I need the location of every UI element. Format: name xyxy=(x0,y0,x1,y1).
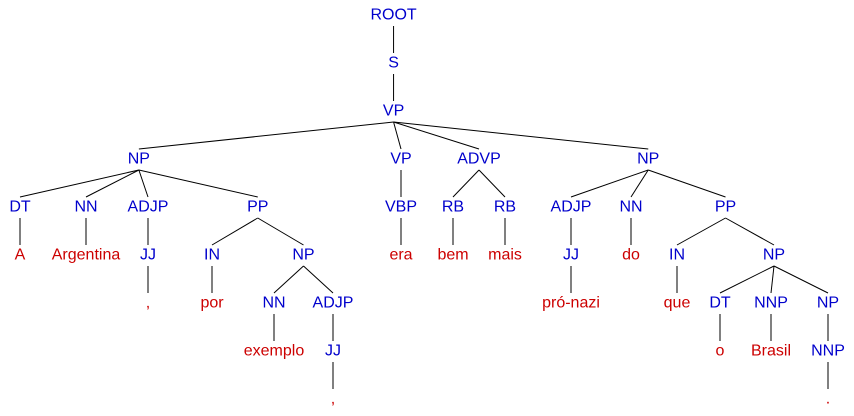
word-brasil: Brasil xyxy=(751,343,791,360)
node-in: IN xyxy=(204,247,220,264)
tree-edge xyxy=(773,265,829,294)
word-bem: bem xyxy=(437,247,468,264)
word-exemplo: exemplo xyxy=(244,343,305,360)
node-vp: VP xyxy=(383,103,404,120)
node-pp: PP xyxy=(715,199,736,216)
word-por: por xyxy=(200,295,224,312)
tree-edge xyxy=(303,265,334,294)
tree-edge xyxy=(725,217,775,246)
node-dt: DT xyxy=(9,199,31,216)
node-adjp: ADJP xyxy=(551,199,592,216)
node-jj: JJ xyxy=(140,247,156,264)
word-do: do xyxy=(622,247,640,264)
node-vp: VP xyxy=(390,151,411,168)
tree-edge xyxy=(273,265,304,294)
node-jj: JJ xyxy=(325,343,341,360)
tree-nodes: ADTArgentinaNN,JJADJPporINexemploNN,JJAD… xyxy=(9,7,845,408)
node-adjp: ADJP xyxy=(313,295,354,312)
tree-edge xyxy=(452,169,480,198)
tree-edge xyxy=(719,265,775,294)
node-jj: JJ xyxy=(563,247,579,264)
node-nn: NN xyxy=(262,295,285,312)
word-punct: , xyxy=(146,295,150,312)
node-np: NP xyxy=(763,247,785,264)
node-vbp: VBP xyxy=(385,199,417,216)
node-pp: PP xyxy=(247,199,268,216)
word-a: A xyxy=(15,247,26,264)
tree-edge xyxy=(138,121,394,150)
tree-edge xyxy=(393,121,402,150)
tree-edge xyxy=(393,121,649,150)
tree-edge xyxy=(478,169,506,198)
node-np: NP xyxy=(637,151,659,168)
tree-edge xyxy=(648,169,726,198)
node-nnp: NNP xyxy=(811,343,845,360)
tree-edge xyxy=(676,217,726,246)
word-pr-nazi: pró-nazi xyxy=(542,295,600,312)
word-mais: mais xyxy=(488,247,522,264)
word-era: era xyxy=(389,247,412,264)
word-punct: , xyxy=(331,391,335,408)
tree-edge xyxy=(770,265,775,294)
tree-edge xyxy=(85,169,140,198)
node-dt: DT xyxy=(709,295,731,312)
node-root: ROOT xyxy=(370,7,416,24)
node-adjp: ADJP xyxy=(128,199,169,216)
node-s: S xyxy=(388,55,399,72)
tree-edge xyxy=(257,217,304,246)
tree-edges xyxy=(19,26,829,389)
node-nnp: NNP xyxy=(754,295,788,312)
word-argentina: Argentina xyxy=(52,247,121,264)
node-nn: NN xyxy=(619,199,642,216)
node-advp: ADVP xyxy=(457,151,501,168)
tree-edge xyxy=(570,169,649,198)
node-np: NP xyxy=(128,151,150,168)
word-punct: . xyxy=(826,391,830,408)
tree-edge xyxy=(393,121,480,150)
node-rb: RB xyxy=(494,199,516,216)
node-nn: NN xyxy=(74,199,97,216)
tree-edge xyxy=(19,169,139,198)
node-np: NP xyxy=(817,295,839,312)
word-o: o xyxy=(716,343,725,360)
node-rb: RB xyxy=(442,199,464,216)
tree-edge xyxy=(630,169,649,198)
word-que: que xyxy=(664,295,691,312)
node-in: IN xyxy=(669,247,685,264)
tree-edge xyxy=(211,217,259,246)
node-np: NP xyxy=(292,247,314,264)
tree-edge xyxy=(138,169,149,198)
tree-edge xyxy=(138,169,258,198)
